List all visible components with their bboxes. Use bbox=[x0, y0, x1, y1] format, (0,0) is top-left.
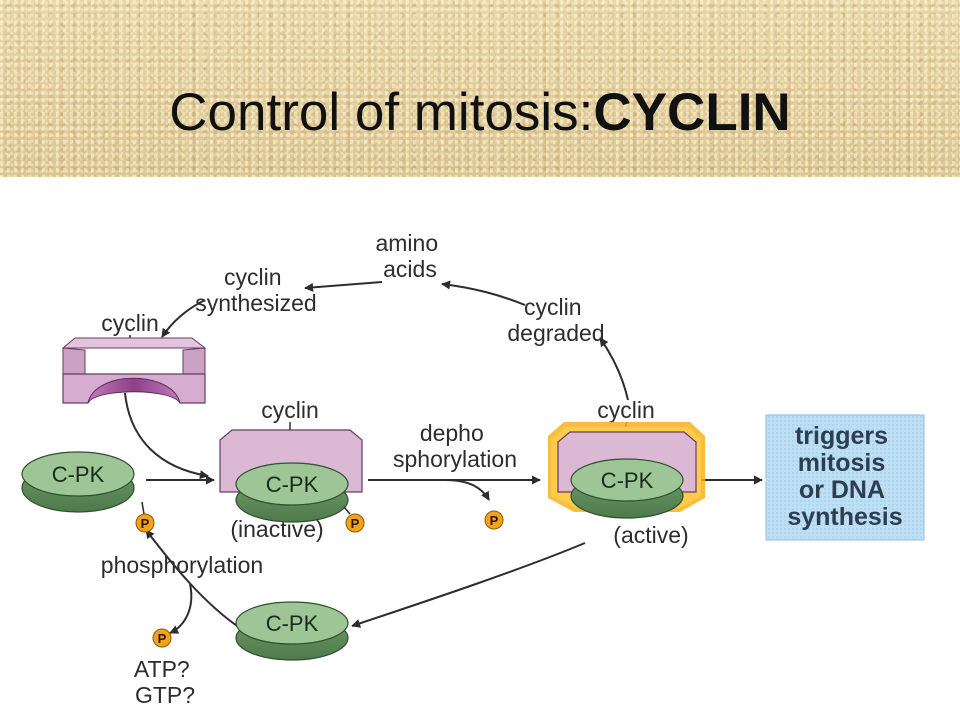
active-cpk-label: C-PK bbox=[601, 468, 654, 493]
outcome-box bbox=[765, 414, 925, 541]
active-complex bbox=[548, 422, 705, 519]
title-bold: CYCLIN bbox=[593, 83, 791, 142]
cyclin-degraded-line-1: cyclin bbox=[524, 294, 582, 320]
dephosphorylation-label: depho sphorylation bbox=[393, 420, 517, 472]
dephosphorylation-line-1: depho bbox=[420, 420, 484, 446]
active-label: (active) bbox=[613, 522, 688, 548]
atp-gtp-label: ATP? GTP? bbox=[134, 656, 196, 708]
arrow-active-to-free-cpk bbox=[351, 542, 586, 628]
amino-acids-line-1: amino bbox=[375, 230, 438, 256]
phosphate-atp-label: P bbox=[158, 631, 167, 646]
phosphate-inactive-label: P bbox=[351, 516, 360, 531]
cyclin-synthesized-label: cyclin synthesized bbox=[195, 264, 316, 316]
dephosphorylation-line-2: sphorylation bbox=[393, 446, 517, 472]
inactive-cyclin-label: cyclin bbox=[261, 397, 319, 423]
outcome-line-1: triggers bbox=[795, 422, 888, 450]
phosphorylation-label: phosphorylation bbox=[101, 552, 263, 578]
free-cyclin-label: cyclin bbox=[101, 310, 159, 336]
arrow-atp-phosphate bbox=[169, 583, 193, 634]
arrow-release-phosphate bbox=[444, 479, 490, 501]
bottom-cpk-label: C-PK bbox=[266, 611, 319, 636]
arrow-phosphorylation bbox=[145, 529, 241, 629]
title-plain: Control of mitosis: bbox=[169, 83, 594, 142]
outcome-text: triggers mitosis or DNA synthesis bbox=[787, 422, 902, 531]
arrow-cyclin-to-complex bbox=[124, 392, 209, 480]
gtp-line: GTP? bbox=[135, 682, 195, 708]
outcome-line-2: mitosis bbox=[798, 449, 886, 477]
phosphate-atp: P bbox=[152, 628, 172, 648]
cyclin-degraded-label: cyclin degraded bbox=[507, 294, 604, 346]
title-band: Control of mitosis:CYCLIN bbox=[0, 0, 960, 177]
phosphate-inactive: P bbox=[343, 506, 365, 533]
amino-acids-line-2: acids bbox=[383, 256, 437, 282]
outcome-line-4: synthesis bbox=[787, 503, 902, 531]
arrow-aminoacids-to-synthesized bbox=[304, 281, 383, 292]
arrow-active-to-degraded bbox=[599, 337, 629, 401]
left-cpk-disk bbox=[21, 451, 135, 513]
phosphate-left-cpk: P bbox=[135, 501, 155, 533]
bottom-cpk-disk bbox=[235, 601, 349, 661]
cyclin-synthesized-line-1: cyclin bbox=[224, 264, 282, 290]
cyclin-synthesized-line-2: synthesized bbox=[195, 290, 316, 316]
active-cyclin-label: cyclin bbox=[597, 397, 655, 423]
free-cyclin-arch bbox=[61, 337, 207, 404]
atp-line: ATP? bbox=[134, 656, 190, 682]
left-cpk-label: C-PK bbox=[52, 462, 105, 487]
phosphate-released-label: P bbox=[490, 513, 499, 528]
arrow-synthesized-to-cyclin bbox=[161, 299, 206, 338]
arrow-degraded-to-aminoacids bbox=[441, 280, 526, 306]
cyclin-degraded-line-2: degraded bbox=[507, 320, 604, 346]
amino-acids-label: amino acids bbox=[375, 230, 444, 282]
outcome-line-3: or DNA bbox=[799, 476, 885, 504]
phosphate-released: P bbox=[484, 510, 504, 530]
cyclin-cycle-diagram: amino acids cyclin synthesized cyclin de… bbox=[21, 230, 925, 708]
slide-title: Control of mitosis:CYCLIN bbox=[0, 86, 960, 139]
inactive-cpk-label: C-PK bbox=[266, 472, 319, 497]
inactive-complex bbox=[219, 429, 363, 523]
phosphate-left-label: P bbox=[141, 516, 150, 531]
